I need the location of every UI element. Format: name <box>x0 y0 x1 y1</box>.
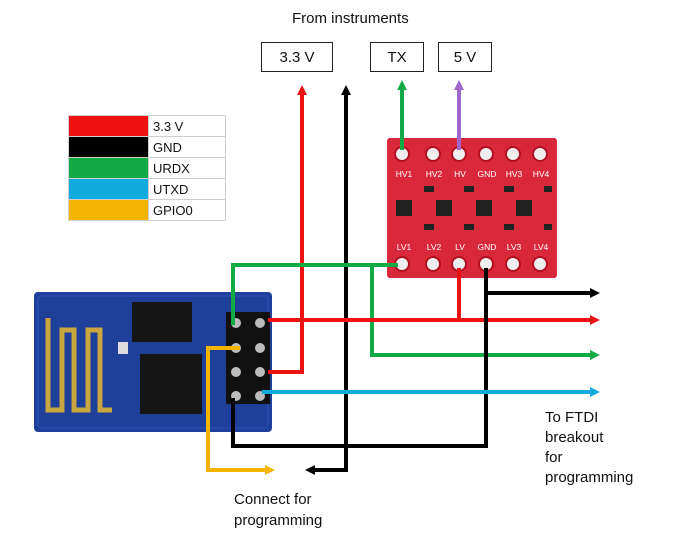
pin-label-hv2: HV2 <box>426 169 443 179</box>
box-3-3v: 3.3 V <box>261 42 333 72</box>
wire-gnd-esp <box>231 293 488 448</box>
legend-row: UTXD <box>68 178 226 200</box>
led <box>118 342 128 354</box>
connect-programming-label: Connect for programming <box>234 489 322 531</box>
ftdi-label-line: for <box>545 449 563 466</box>
box-tx: TX <box>370 42 424 72</box>
pin-label-hv3: HV3 <box>506 169 523 179</box>
legend-swatch-orange <box>68 199 149 221</box>
legend-swatch-red <box>68 115 149 137</box>
legend-label: GND <box>148 136 226 158</box>
ftdi-label-line: programming <box>545 469 634 486</box>
pin-header <box>226 312 270 404</box>
connect-label-line: programming <box>234 512 323 529</box>
legend-label: GPIO0 <box>148 199 226 221</box>
diagram-title: From instruments <box>292 10 409 27</box>
pin-label-gnd-bottom: GND <box>478 242 497 252</box>
flash-chip <box>132 302 192 342</box>
wire-gnd-connect-programming <box>305 465 348 475</box>
legend-label: 3.3 V <box>148 115 226 137</box>
ftdi-label-line: To FTDI <box>545 409 599 426</box>
wire-urdx-lv1 <box>231 263 398 325</box>
level-converter-board: HV1 HV2 HV GND HV3 HV4 LV1 LV2 LV GND LV… <box>387 138 557 278</box>
pin-label-lv4: LV4 <box>534 242 549 252</box>
legend-row: 3.3 V <box>68 115 226 137</box>
legend-label: UTXD <box>148 178 226 200</box>
legend-swatch-blue <box>68 178 149 200</box>
legend-label: URDX <box>148 157 226 179</box>
legend-row: GND <box>68 136 226 158</box>
pin-label-lv: LV <box>455 242 465 252</box>
esp01-module <box>34 292 272 432</box>
legend-row: GPIO0 <box>68 199 226 221</box>
pin-label-hv4: HV4 <box>533 169 550 179</box>
antenna-trace <box>45 318 112 413</box>
esp-chip <box>140 354 202 414</box>
wire-gpio0-connect-programming <box>206 346 275 475</box>
pin-label-lv3: LV3 <box>507 242 522 252</box>
pin-label-gnd-top: GND <box>478 169 497 179</box>
connect-label-line: Connect for <box>234 491 312 508</box>
box-3-3v-label: 3.3 V <box>279 48 315 66</box>
box-5v: 5 V <box>438 42 492 72</box>
box-5v-label: 5 V <box>453 48 477 66</box>
pin-label-hv: HV <box>454 169 466 179</box>
pin-label-hv1: HV1 <box>396 169 413 179</box>
legend-swatch-black <box>68 136 149 158</box>
wire-3v3-to-instruments <box>268 85 307 374</box>
ftdi-label-line: breakout <box>545 429 604 446</box>
wire-color-legend: 3.3 V GND URDX UTXD GPIO0 <box>68 115 226 221</box>
pin-label-lv2: LV2 <box>427 242 442 252</box>
wire-urdx-to-ftdi <box>370 265 600 360</box>
ftdi-label: To FTDI breakout for programming <box>545 408 633 488</box>
pin-label-lv1: LV1 <box>397 242 412 252</box>
box-tx-label: TX <box>387 48 407 66</box>
